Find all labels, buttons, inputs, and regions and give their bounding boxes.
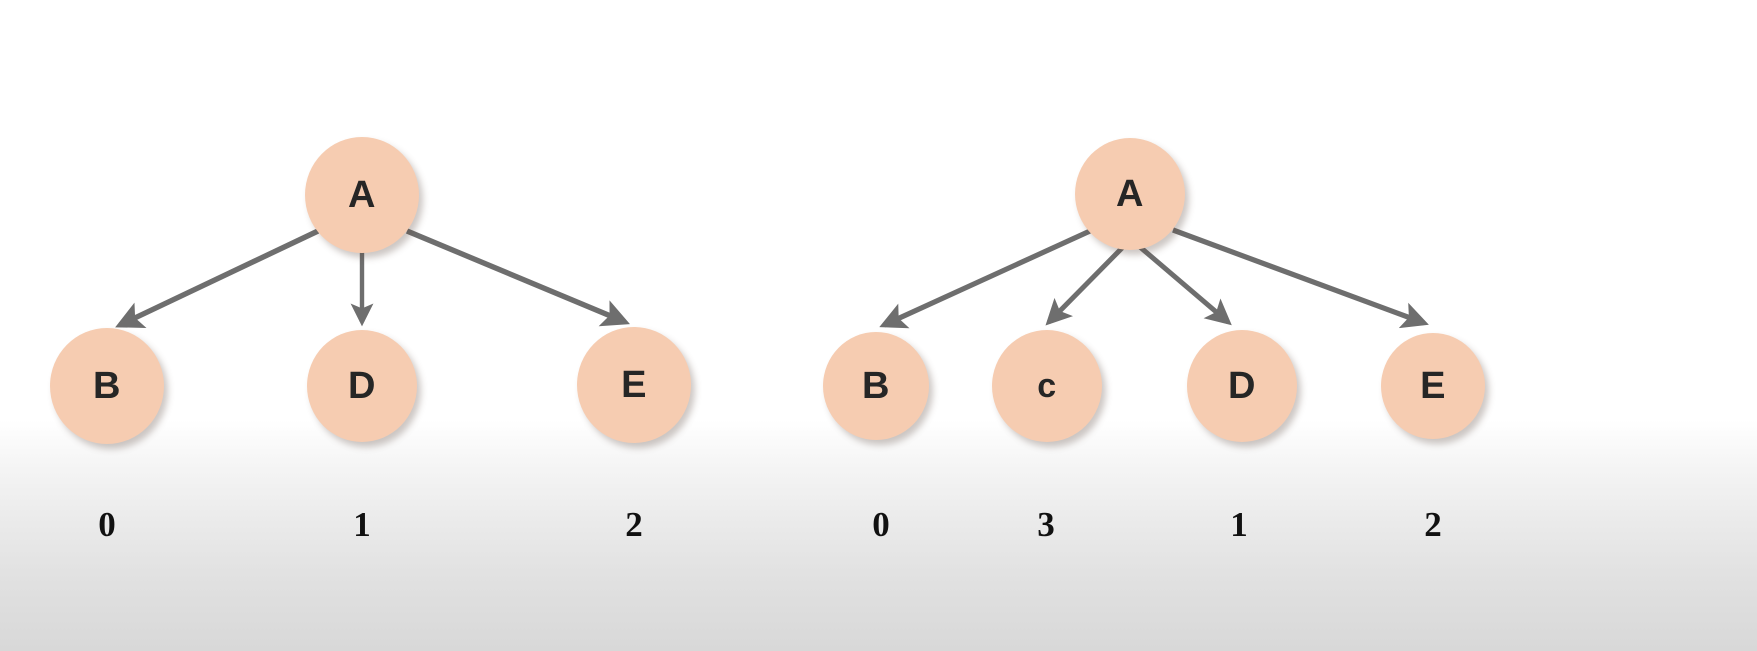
right-tree-edges — [879, 227, 1429, 329]
index-label-left-0: 0 — [98, 505, 116, 544]
node-right-child-B[interactable]: B — [823, 332, 929, 440]
node-label: A — [1116, 173, 1144, 215]
node-label: E — [621, 364, 647, 406]
edge-A-to-E — [1172, 227, 1429, 329]
index-label-left-1: 1 — [353, 505, 371, 544]
edge-A-to-E — [405, 228, 630, 327]
node-right-child-c[interactable]: c — [992, 330, 1102, 442]
node-left-child-D[interactable]: D — [307, 330, 417, 442]
node-right-child-D[interactable]: D — [1187, 330, 1297, 442]
node-label: D — [348, 365, 376, 407]
node-label: B — [862, 365, 890, 407]
node-label: B — [93, 365, 121, 407]
left-tree-edges — [115, 228, 630, 328]
edge-A-to-B — [115, 228, 320, 328]
edge-A-to-D — [1138, 245, 1232, 326]
node-label: E — [1420, 365, 1446, 407]
node-right-child-E[interactable]: E — [1381, 333, 1485, 439]
node-left-root-A[interactable]: A — [305, 137, 419, 253]
edge-A-to-c — [1045, 245, 1125, 326]
node-label: c — [1037, 367, 1057, 405]
node-label: A — [348, 174, 376, 216]
index-label-right-2: 2 — [1424, 505, 1442, 544]
node-left-child-E[interactable]: E — [577, 327, 691, 443]
node-right-root-A[interactable]: A — [1075, 138, 1185, 250]
index-label-right-3: 3 — [1037, 505, 1055, 544]
index-label-right-0: 0 — [872, 505, 890, 544]
node-left-child-B[interactable]: B — [50, 328, 164, 444]
node-label: D — [1228, 365, 1256, 407]
index-label-left-2: 2 — [625, 505, 643, 544]
edge-A-to-B — [879, 228, 1092, 329]
index-label-right-1: 1 — [1230, 505, 1248, 544]
